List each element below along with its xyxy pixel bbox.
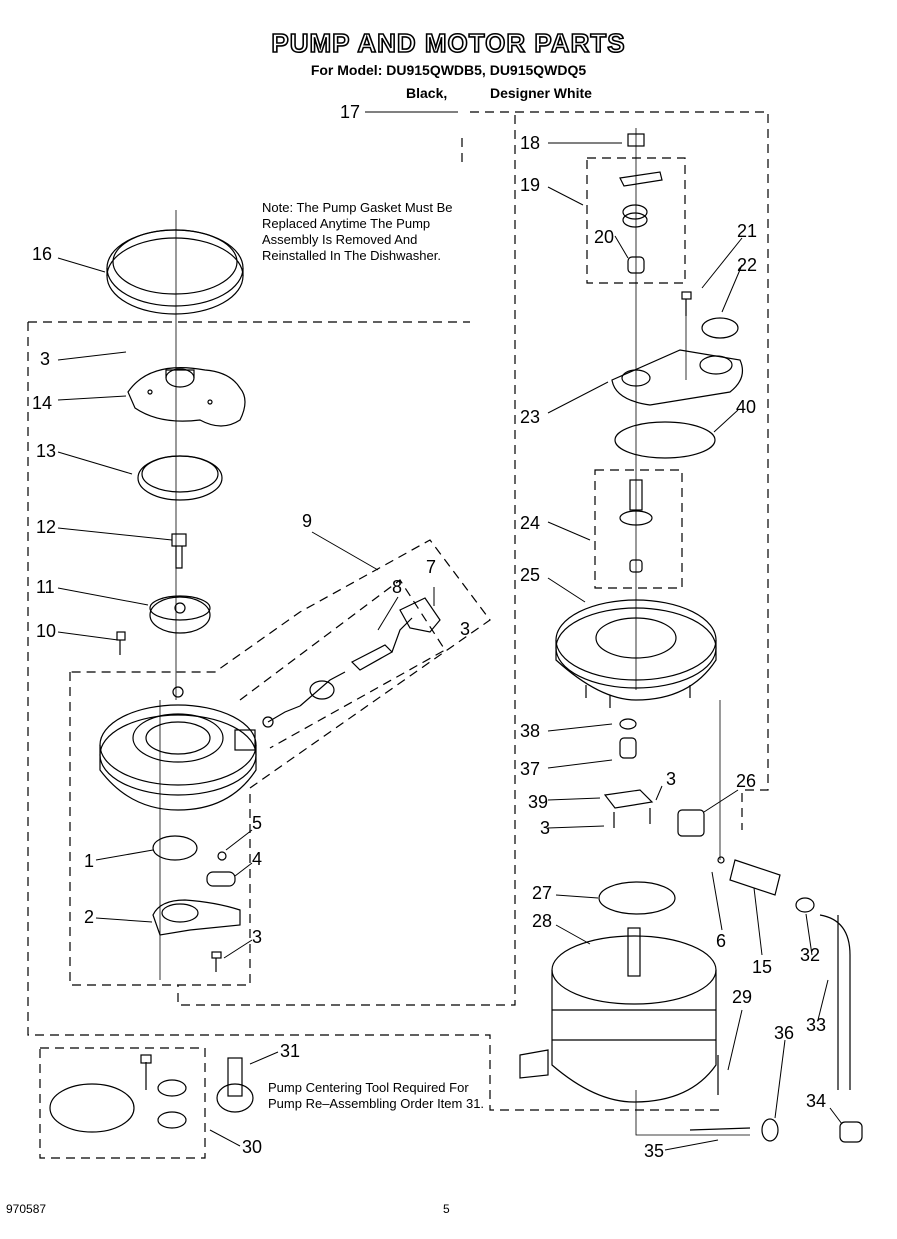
pump-gasket [106, 229, 244, 315]
callout-23: 23 [520, 407, 541, 427]
callout-1: 1 [84, 851, 95, 871]
callout-13: 13 [36, 441, 57, 461]
callout-9: 9 [302, 511, 313, 531]
callout-31: 31 [280, 1041, 301, 1061]
assembly-boundary-lines [27, 111, 769, 1159]
callout-17: 17 [340, 102, 361, 122]
callout-40: 40 [736, 397, 757, 417]
impeller [149, 595, 211, 634]
callout-35: 35 [644, 1141, 665, 1161]
check-ball-5 [217, 851, 227, 861]
callout-25: 25 [520, 565, 541, 585]
check-valve-assembly [262, 597, 441, 728]
motor-mount-25 [555, 599, 717, 708]
callout-3-right: 3 [540, 818, 551, 838]
hose-33 [819, 914, 851, 1090]
callout-16: 16 [32, 244, 53, 264]
callout-8: 8 [392, 577, 403, 597]
screw-21 [681, 291, 692, 316]
coupling-37 [619, 737, 637, 759]
thermostat-6 [717, 856, 725, 864]
callout-2: 2 [84, 907, 95, 927]
fitting-15 [729, 859, 781, 896]
strainer-1 [152, 835, 198, 861]
callout-24: 24 [520, 513, 541, 533]
callout-33: 33 [806, 1015, 827, 1035]
pump-housing [99, 686, 257, 811]
callout-11: 11 [36, 577, 55, 597]
callout-14: 14 [32, 393, 53, 413]
impeller-bolt [171, 533, 187, 569]
callout-6: 6 [716, 931, 727, 951]
color-white-label: Designer White [490, 85, 592, 101]
cover-plate-23 [611, 349, 743, 406]
callout-28: 28 [532, 911, 553, 931]
callout-29: 29 [732, 987, 753, 1007]
clamp-32 [795, 897, 815, 913]
disc-27 [598, 881, 676, 915]
o-ring-22 [701, 317, 739, 339]
housing-base-2 [152, 899, 241, 936]
screws-3-right [613, 808, 651, 828]
nut-18 [627, 133, 645, 147]
shaft-seal-24 [619, 479, 653, 573]
callout-30: 30 [242, 1137, 263, 1157]
callout-32: 32 [800, 945, 821, 965]
callout-19: 19 [520, 175, 541, 195]
color-black-label: Black, [406, 85, 448, 101]
callout-22: 22 [737, 255, 758, 275]
callout-10: 10 [36, 621, 57, 641]
callout-39: 39 [528, 792, 549, 812]
callout-34: 34 [806, 1091, 827, 1111]
page-title: PUMP AND MOTOR PARTS [271, 28, 626, 58]
knob-36 [761, 1118, 779, 1142]
centering-tool-note: Pump Centering Tool Required For Pump Re… [268, 1080, 485, 1111]
screw-3-bottom [211, 951, 222, 972]
o-ring-38 [619, 718, 637, 730]
callout-12: 12 [36, 517, 57, 537]
callout-5: 5 [252, 813, 263, 833]
callout-21: 21 [737, 221, 758, 241]
callout-3-bottom: 3 [252, 927, 263, 947]
callout-36: 36 [774, 1023, 795, 1043]
callout-20: 20 [594, 227, 615, 247]
pump-cover [127, 367, 246, 427]
callout-18: 18 [520, 133, 541, 153]
arm-19 [619, 171, 663, 187]
callout-26: 26 [736, 771, 757, 791]
kit-30-parts [49, 1054, 187, 1133]
callout-27: 27 [532, 883, 553, 903]
gasket-note: Note: The Pump Gasket Must Be Replaced A… [262, 200, 453, 263]
seal-4 [206, 871, 236, 887]
callout-3-top: 3 [40, 349, 51, 369]
rod-35 [689, 1127, 751, 1131]
callout-7: 7 [426, 557, 437, 577]
callout-3-right-top: 3 [666, 769, 677, 789]
motor-28 [519, 927, 717, 1103]
bracket-39 [603, 789, 654, 809]
spring-19 [622, 204, 648, 228]
callout-15: 15 [752, 957, 773, 977]
centerline-axes [159, 128, 750, 1136]
ring-seal [137, 455, 223, 501]
screw-10 [116, 631, 126, 655]
callout-38: 38 [520, 721, 541, 741]
cap-34 [839, 1121, 863, 1143]
callout-leaders [57, 111, 843, 1151]
document-number: 970587 [6, 1202, 47, 1216]
page-number: 5 [443, 1202, 450, 1216]
callout-3-valve: 3 [460, 619, 471, 639]
callout-4: 4 [252, 849, 263, 869]
centering-tool-31 [216, 1057, 254, 1113]
clip-26 [677, 809, 705, 837]
gasket-40 [614, 421, 716, 459]
callout-37: 37 [520, 759, 541, 779]
model-line: For Model: DU915QWDB5, DU915QWDQ5 [310, 62, 587, 78]
bushing-20 [627, 256, 645, 274]
